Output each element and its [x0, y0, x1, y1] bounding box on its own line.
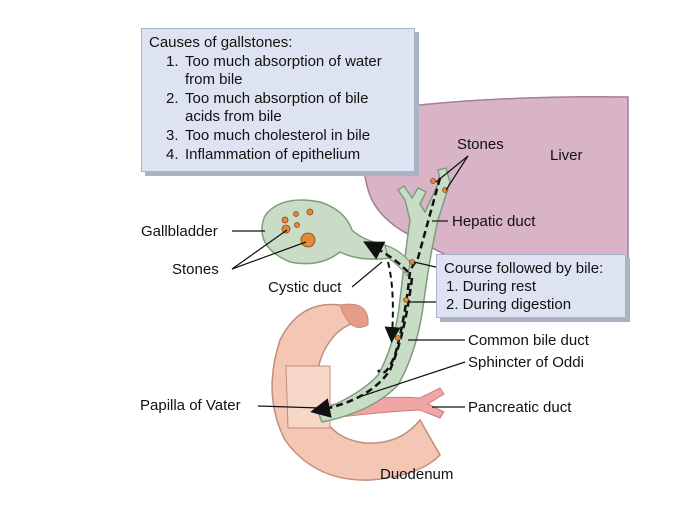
label-liver: Liver	[550, 147, 583, 164]
causes-title: Causes of gallstones:	[149, 34, 293, 51]
causes-item-4-line1: Inflammation of epithelium	[185, 146, 361, 163]
bile-path-digestion	[310, 277, 414, 418]
label-pancreatic-duct: Pancreatic duct	[468, 399, 572, 416]
bile-path-from-gallbladder	[384, 261, 401, 343]
causes-item-1-line2: from bile	[185, 71, 243, 88]
course-panel: Course followed by bile: 1. During rest …	[436, 254, 626, 318]
label-common-bile-duct: Common bile duct	[468, 332, 589, 349]
causes-item-2-num: 2.	[166, 90, 179, 107]
label-sphincter-of-oddi: Sphincter of Oddi	[468, 354, 584, 371]
label-gallbladder: Gallbladder	[141, 223, 218, 240]
causes-item-3-line1: Too much cholesterol in bile	[185, 127, 371, 144]
leader-lines	[231, 155, 469, 409]
causes-item-2-line2: acids from bile	[185, 108, 282, 125]
label-stones-left: Stones	[172, 261, 219, 278]
label-duodenum: Duodenum	[380, 466, 454, 483]
causes-item-1-num: 1.	[166, 53, 179, 70]
bile-path-hepatic	[408, 177, 442, 271]
causes-item-4-num: 4.	[166, 146, 179, 163]
label-hepatic-duct: Hepatic duct	[452, 213, 536, 230]
duodenum-open-end	[339, 303, 369, 328]
causes-panel: Causes of gallstones: 1. Too much absorp…	[141, 28, 415, 172]
bile-duct-shape	[317, 167, 451, 423]
gallbladder-shape	[261, 199, 392, 265]
duodenum-shape	[271, 303, 441, 481]
stones-ducts	[395, 178, 448, 341]
stones-gallbladder	[281, 208, 316, 248]
bile-path-to-gallbladder	[363, 241, 409, 273]
label-cystic-duct: Cystic duct	[268, 279, 342, 296]
causes-item-1-line1: Too much absorption of water	[185, 53, 382, 70]
label-stones-top: Stones	[457, 136, 504, 153]
course-item-digestion: 2. During digestion	[446, 296, 572, 313]
course-title: Course followed by bile:	[444, 260, 604, 277]
label-papilla-of-vater: Papilla of Vater	[140, 397, 241, 414]
causes-item-2-line1: Too much absorption of bile	[185, 90, 369, 107]
bile-path-rest	[376, 271, 412, 375]
course-item-rest: 1. During rest	[446, 278, 537, 295]
causes-item-3-num: 3.	[166, 127, 179, 144]
